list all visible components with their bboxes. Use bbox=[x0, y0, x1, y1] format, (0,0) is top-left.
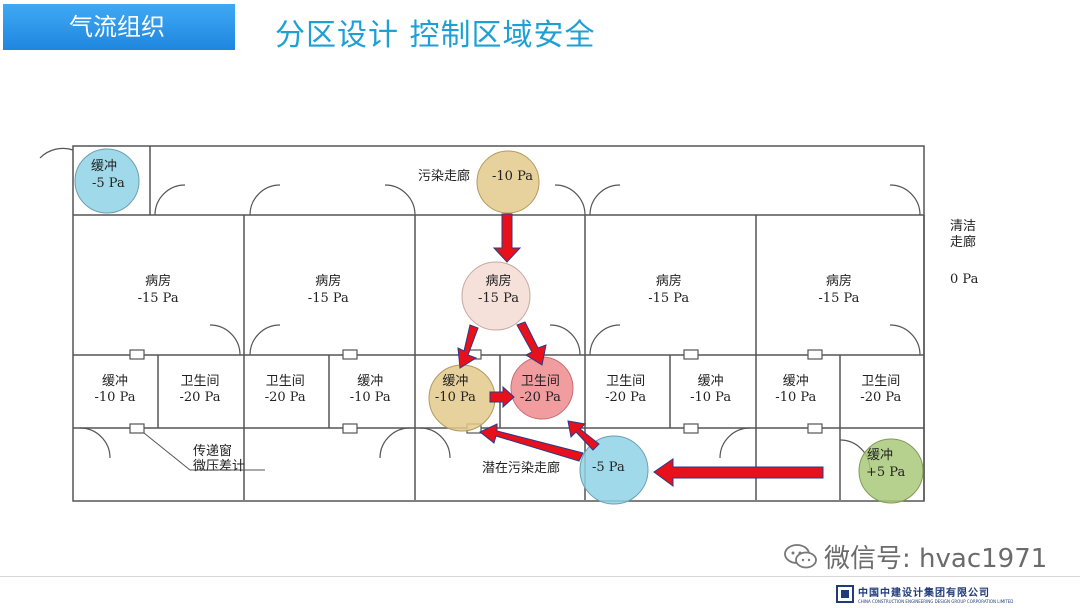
ward-4-left-room-pressure: -20 Pa bbox=[605, 390, 646, 405]
ward-3-right-room-label: 卫生间 bbox=[521, 374, 560, 389]
ward-1-left-room-label: 缓冲 bbox=[102, 374, 128, 389]
arrow-ward-to-buffer bbox=[457, 324, 479, 369]
arrow-corridor-to-ward bbox=[492, 213, 522, 263]
ward-2-right-room-pressure: -10 Pa bbox=[350, 390, 391, 405]
footer-divider bbox=[0, 576, 1080, 577]
ward-circle bbox=[461, 261, 531, 331]
ward-4-right-room-pressure: -10 Pa bbox=[690, 390, 731, 405]
pass-window-label: 传递窗 bbox=[193, 443, 232, 459]
company-logo: 中国中建设计集团有限公司 CHINA CONSTRUCTION ENGINEER… bbox=[836, 584, 1013, 604]
door-swings bbox=[39, 147, 921, 471]
ward-4-left-room-label: 卫生间 bbox=[606, 374, 645, 389]
ward-3-left-room-label: 缓冲 bbox=[442, 374, 468, 389]
ward-2-right-room-label: 缓冲 bbox=[357, 374, 383, 389]
plan-walls bbox=[72, 145, 925, 502]
ward-5-left-room-label: 缓冲 bbox=[783, 374, 809, 389]
ward-3-label: 病房 bbox=[485, 273, 511, 289]
wechat-icon bbox=[784, 543, 817, 568]
company-name-cn: 中国中建设计集团有限公司 bbox=[858, 588, 990, 599]
pressure-gauge-label: 微压差计 bbox=[193, 459, 245, 474]
page-title: 分区设计 控制区域安全 bbox=[275, 18, 596, 53]
ward-5-right-room-pressure: -20 Pa bbox=[860, 390, 901, 405]
ward-1-right-room-label: 卫生间 bbox=[180, 374, 219, 389]
entry-buffer-label: 缓冲 bbox=[91, 159, 117, 174]
company-logo-icon bbox=[836, 585, 854, 603]
potential-corridor-circle bbox=[579, 435, 649, 505]
ward-3-pressure: -15 Pa bbox=[478, 291, 519, 306]
company-name-en: CHINA CONSTRUCTION ENGINEERING DESIGN GR… bbox=[858, 599, 1014, 604]
clean-corridor-pressure: 0 Pa bbox=[950, 272, 979, 287]
entry-buffer-pressure: -5 Pa bbox=[92, 176, 125, 191]
section-label: 气流组织 bbox=[3, 4, 235, 50]
watermark: 微信号: hvac1971 bbox=[784, 538, 1047, 575]
airflow-arrows bbox=[457, 213, 824, 487]
arrow-ward-to-toilet bbox=[516, 321, 547, 366]
ward-4-label: 病房 bbox=[656, 273, 682, 289]
arrow-potential-to-buffer bbox=[479, 423, 584, 462]
ward-1-left-room-pressure: -10 Pa bbox=[95, 390, 136, 405]
watermark-text: 微信号: hvac1971 bbox=[824, 544, 1048, 574]
ward-1-pressure: -15 Pa bbox=[138, 291, 179, 306]
clean-corridor-label-2: 走廊 bbox=[950, 234, 976, 250]
ward-4-pressure: -15 Pa bbox=[648, 291, 689, 306]
dirty-corridor-label: 污染走廊 bbox=[418, 168, 470, 184]
ward-2-left-room-pressure: -20 Pa bbox=[265, 390, 306, 405]
exit-buffer-pressure: +5 Pa bbox=[866, 465, 905, 480]
potential-corridor-label: 潜在污染走廊 bbox=[482, 460, 560, 476]
ward-5-pressure: -15 Pa bbox=[818, 291, 859, 306]
entry-buffer-circle bbox=[74, 148, 140, 214]
potential-corridor-pressure: -5 Pa bbox=[592, 460, 625, 475]
exit-buffer-circle bbox=[858, 438, 924, 504]
arrow-potential-to-toilet bbox=[567, 420, 600, 451]
arrow-clean-to-potential bbox=[653, 458, 824, 487]
arrow-buffer-to-toilet bbox=[489, 385, 515, 409]
ward-3-right-room-pressure: -20 Pa bbox=[520, 390, 561, 405]
ward-3-left-room-pressure: -10 Pa bbox=[435, 390, 476, 405]
ward-4-right-room-label: 缓冲 bbox=[698, 374, 724, 389]
ward-2-pressure: -15 Pa bbox=[308, 291, 349, 306]
dirty-corridor-pressure: -10 Pa bbox=[492, 169, 533, 184]
ward-5-right-room-label: 卫生间 bbox=[861, 374, 900, 389]
ward-1-label: 病房 bbox=[145, 273, 171, 289]
ward-2-left-room-label: 卫生间 bbox=[266, 374, 305, 389]
exit-buffer-label: 缓冲 bbox=[867, 448, 893, 463]
ward-5-label: 病房 bbox=[826, 273, 852, 289]
dirty-corridor-circle bbox=[476, 150, 540, 214]
ward-1-right-room-pressure: -20 Pa bbox=[180, 390, 221, 405]
clean-corridor-label-1: 清洁 bbox=[950, 219, 976, 234]
ward-2-label: 病房 bbox=[315, 273, 341, 289]
ward-5-left-room-pressure: -10 Pa bbox=[775, 390, 816, 405]
